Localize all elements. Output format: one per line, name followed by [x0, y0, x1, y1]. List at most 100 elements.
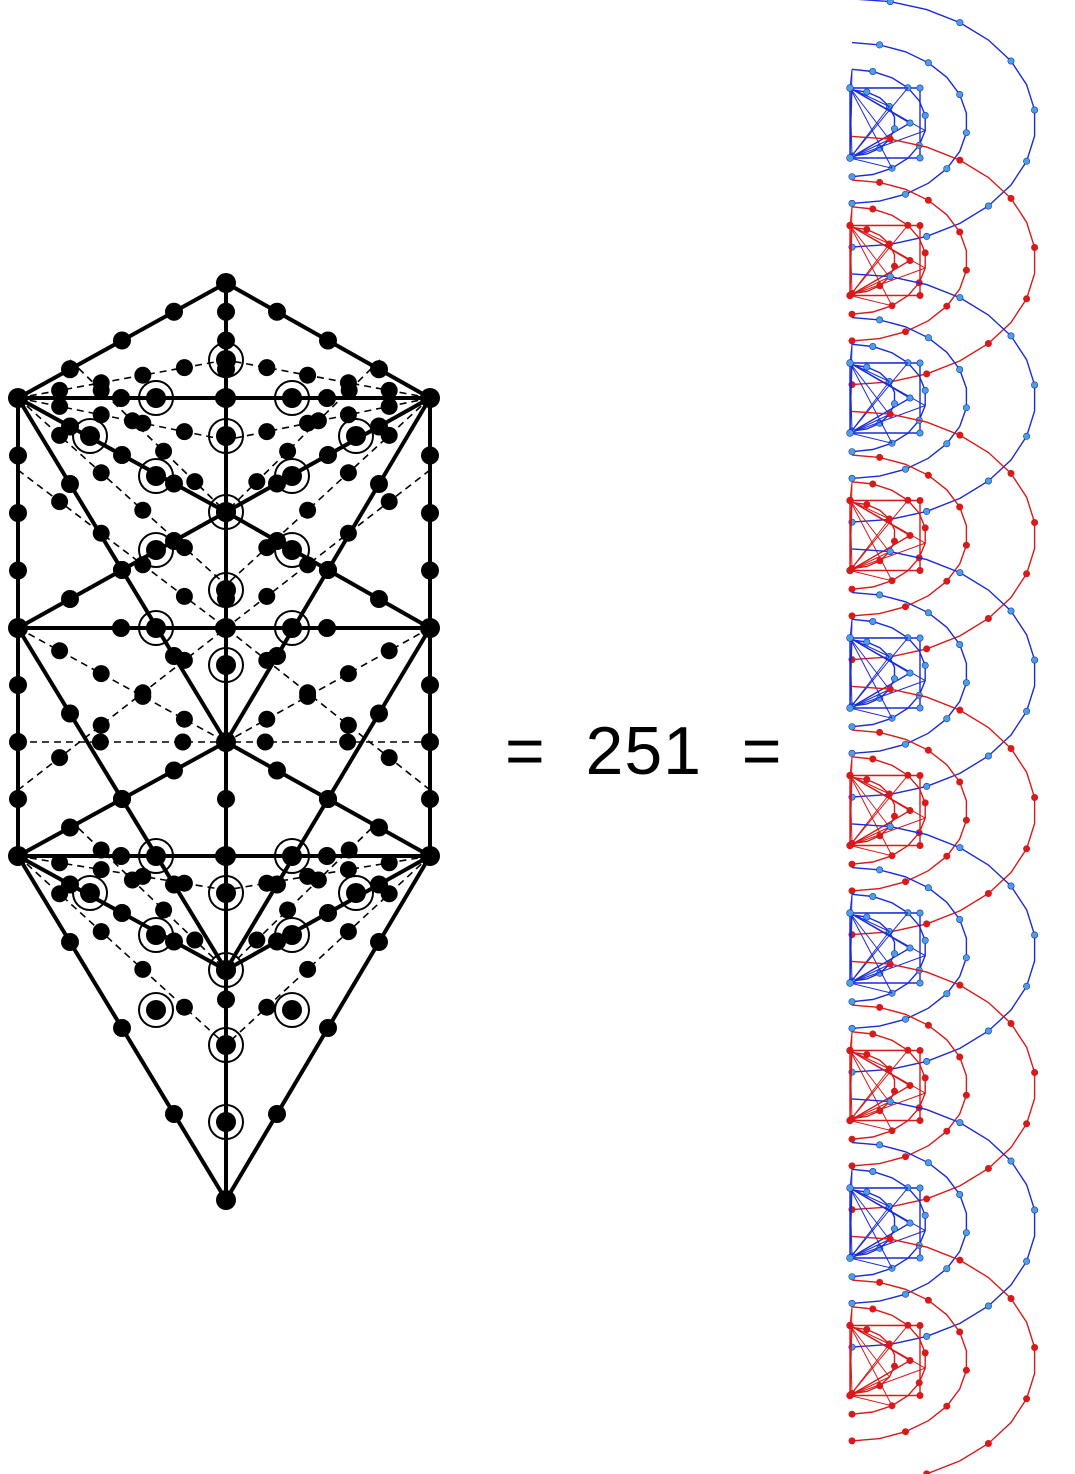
- polygon-vertex-dot: [956, 844, 964, 852]
- polygon-vertex-dot: [846, 359, 854, 367]
- tree-ringed-dot: [146, 925, 166, 945]
- fan-line: [849, 1050, 890, 1103]
- tree-ring: [208, 418, 244, 454]
- tree-ringed-dot: [146, 846, 166, 866]
- fan-line: [849, 775, 890, 828]
- tree-dot: [134, 684, 152, 702]
- polygon-vertex-dot: [848, 585, 856, 593]
- polygon-vertex-dot: [923, 920, 931, 928]
- polygon-vertex-dot: [901, 878, 909, 886]
- tree-ringed-dot: [216, 1035, 236, 1055]
- polygon-vertex-dot: [876, 178, 884, 186]
- polygon-arc: [851, 823, 1036, 1073]
- tree-dot: [339, 923, 357, 941]
- fan-line: [849, 570, 893, 582]
- polygon-column: [846, 0, 1039, 1474]
- polygon-arc: [851, 1235, 1036, 1474]
- polygon-vertex-dot: [901, 1290, 909, 1298]
- polygon-arc: [851, 1141, 968, 1305]
- tree-dot: [319, 331, 337, 350]
- tree-dot: [380, 493, 398, 511]
- polygon-vertex-dot: [886, 960, 894, 968]
- tree-dot: [299, 556, 317, 574]
- polygon-vertex-dot: [924, 609, 932, 617]
- tree-dot: [421, 446, 439, 465]
- polygon-vertex-dot: [890, 1362, 898, 1370]
- fan-line: [849, 982, 893, 994]
- tree-ring: [208, 1027, 244, 1063]
- fan-line: [849, 500, 890, 520]
- polygon-vertex-dot: [962, 816, 970, 824]
- polygon-vertex-dot: [863, 363, 871, 371]
- tree-ringed-dot: [216, 502, 236, 522]
- polygon-vertex-dot: [869, 755, 877, 763]
- polygon-vertex-dot: [921, 1349, 929, 1357]
- tree-dot: [112, 619, 130, 637]
- tree-dot: [421, 790, 439, 808]
- polygon-vertex-dot: [901, 1428, 909, 1436]
- tree-dot: [340, 841, 358, 859]
- polygon-vertex-dot: [916, 979, 924, 987]
- tree-dot: [248, 473, 266, 491]
- fan-line: [849, 225, 890, 245]
- polygon-vertex-dot: [943, 440, 951, 448]
- tree-ringed-dot: [146, 618, 166, 638]
- polygon-arc: [851, 135, 1036, 386]
- polygon-arc: [851, 89, 896, 157]
- tree-ringed-dot: [146, 466, 166, 486]
- polygon-vertex-dot: [906, 806, 914, 814]
- tree-ring: [274, 610, 310, 646]
- equals-sign-left: =: [505, 713, 546, 789]
- polygon-vertex-dot: [1007, 57, 1015, 65]
- polygon-vertex-dot: [869, 1305, 877, 1313]
- polygon-vertex-dot: [1031, 931, 1039, 939]
- fan-line: [849, 267, 926, 296]
- tree-ringed-dot: [282, 540, 302, 560]
- polygon-vertex-dot: [846, 566, 854, 575]
- polygon-vertex-dot: [921, 249, 929, 257]
- tree-dot: [51, 426, 69, 444]
- polygon-vertex-dot: [1007, 882, 1015, 890]
- polygon-vertex-dot: [956, 1191, 964, 1199]
- polygon-vertex-dot: [848, 1273, 856, 1281]
- red-polygon-pattern: [846, 685, 1039, 939]
- fan-line: [849, 637, 909, 709]
- fan-line: [849, 1187, 893, 1269]
- polygon-vertex-dot: [901, 1153, 909, 1161]
- tree-dot: [339, 716, 357, 734]
- polygon-vertex-dot: [924, 746, 932, 754]
- tree-dot: [268, 302, 286, 321]
- polygon-vertex-dot: [876, 1003, 884, 1011]
- polygon-vertex-dot: [876, 728, 884, 736]
- polygon-vertex-dot: [846, 154, 854, 162]
- polygon-vertex-dot: [984, 1027, 992, 1035]
- polygon-arc: [851, 960, 1036, 1211]
- tree-dot: [339, 464, 357, 482]
- polygon-vertex-dot: [924, 1021, 932, 1029]
- polygon-vertex-dot: [916, 1322, 924, 1330]
- tree-ring: [138, 380, 174, 416]
- tree-dot: [175, 651, 193, 669]
- fan-line: [849, 87, 909, 159]
- polygon-arc: [851, 1031, 926, 1140]
- polygon-vertex-dot: [916, 771, 924, 779]
- fan-line: [849, 69, 853, 159]
- polygon-arc: [851, 776, 896, 845]
- tree-dot: [123, 871, 141, 889]
- tree-dot: [9, 676, 27, 694]
- tree-dot: [51, 885, 69, 903]
- tree-dot: [51, 397, 69, 415]
- tree-dot: [217, 790, 235, 808]
- polygon-vertex-dot: [921, 524, 929, 532]
- fan-line: [849, 130, 926, 159]
- tree-ring: [274, 917, 310, 953]
- fan-line: [849, 1187, 909, 1259]
- tree-dot: [319, 790, 337, 808]
- tree-dot: [112, 389, 130, 407]
- tree-dot: [61, 590, 79, 608]
- tree-dot: [318, 619, 336, 637]
- tree-vertex-dot: [420, 618, 440, 638]
- polygon-vertex-dot: [869, 1168, 877, 1176]
- tree-dot: [92, 406, 110, 424]
- polygon-vertex-dot: [848, 1437, 856, 1445]
